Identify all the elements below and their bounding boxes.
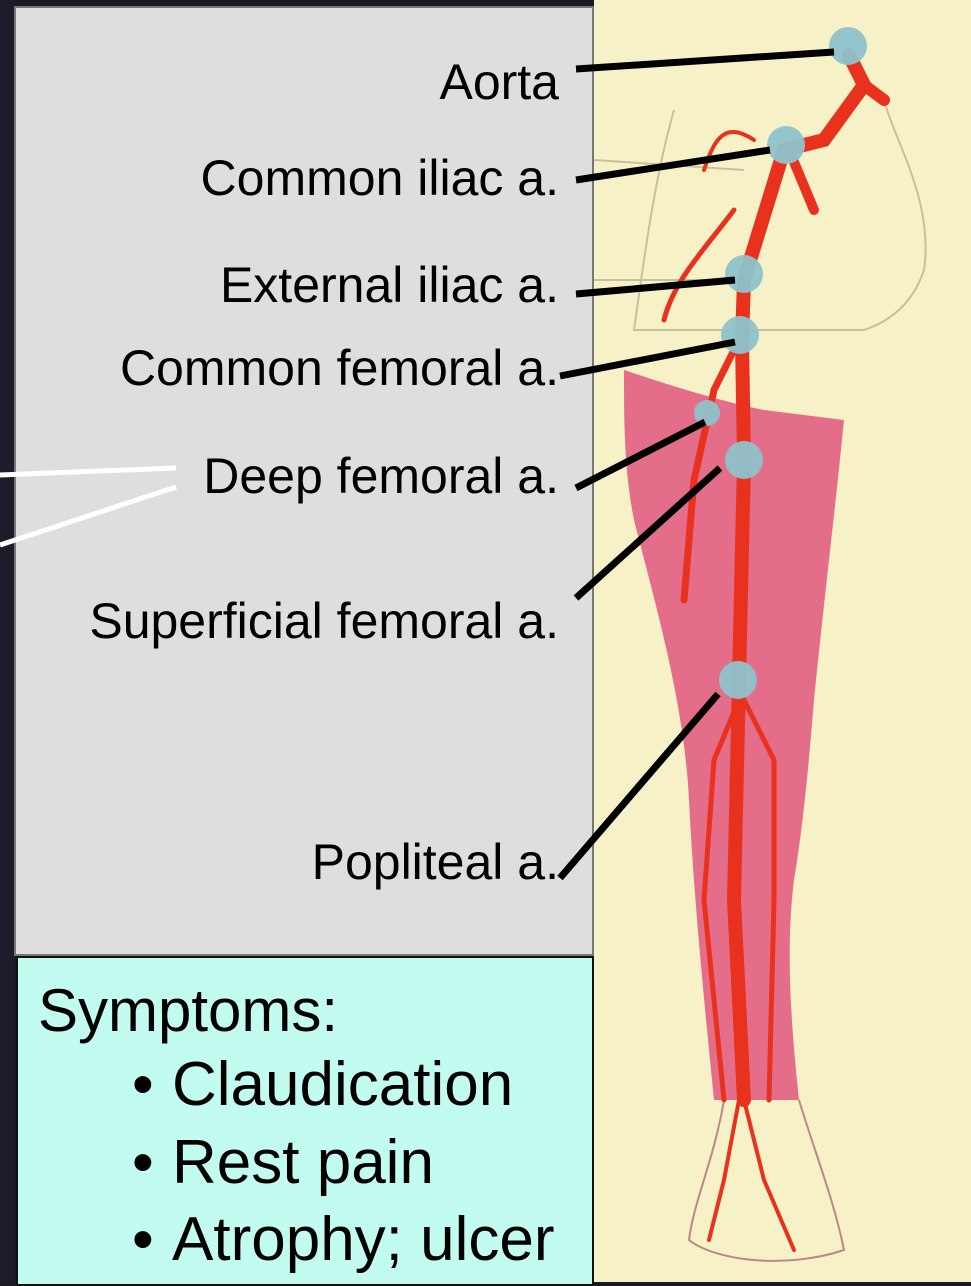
leader-common-iliac	[576, 150, 770, 180]
symptom-item: •Atrophy; ulcer	[132, 1205, 555, 1275]
white-pointer-lower	[0, 487, 176, 545]
symptom-item: •Claudication	[132, 1050, 513, 1120]
leader-common-femoral	[560, 342, 735, 376]
leader-popliteal	[560, 694, 718, 878]
symptom-text: Claudication	[172, 1050, 513, 1119]
bullet: •	[132, 1128, 172, 1198]
leader-deep-femoral	[576, 422, 705, 488]
bullet: •	[132, 1050, 172, 1120]
symptom-item: •Rest pain	[132, 1128, 434, 1198]
leader-external-iliac	[576, 280, 735, 294]
symptom-text: Atrophy; ulcer	[172, 1205, 555, 1274]
bullet: •	[132, 1205, 172, 1275]
white-pointer-upper	[0, 468, 176, 475]
symptoms-title: Symptoms:	[38, 978, 338, 1044]
leader-aorta	[576, 52, 834, 69]
leader-superficial-femoral	[576, 468, 720, 598]
symptom-text: Rest pain	[172, 1128, 434, 1197]
